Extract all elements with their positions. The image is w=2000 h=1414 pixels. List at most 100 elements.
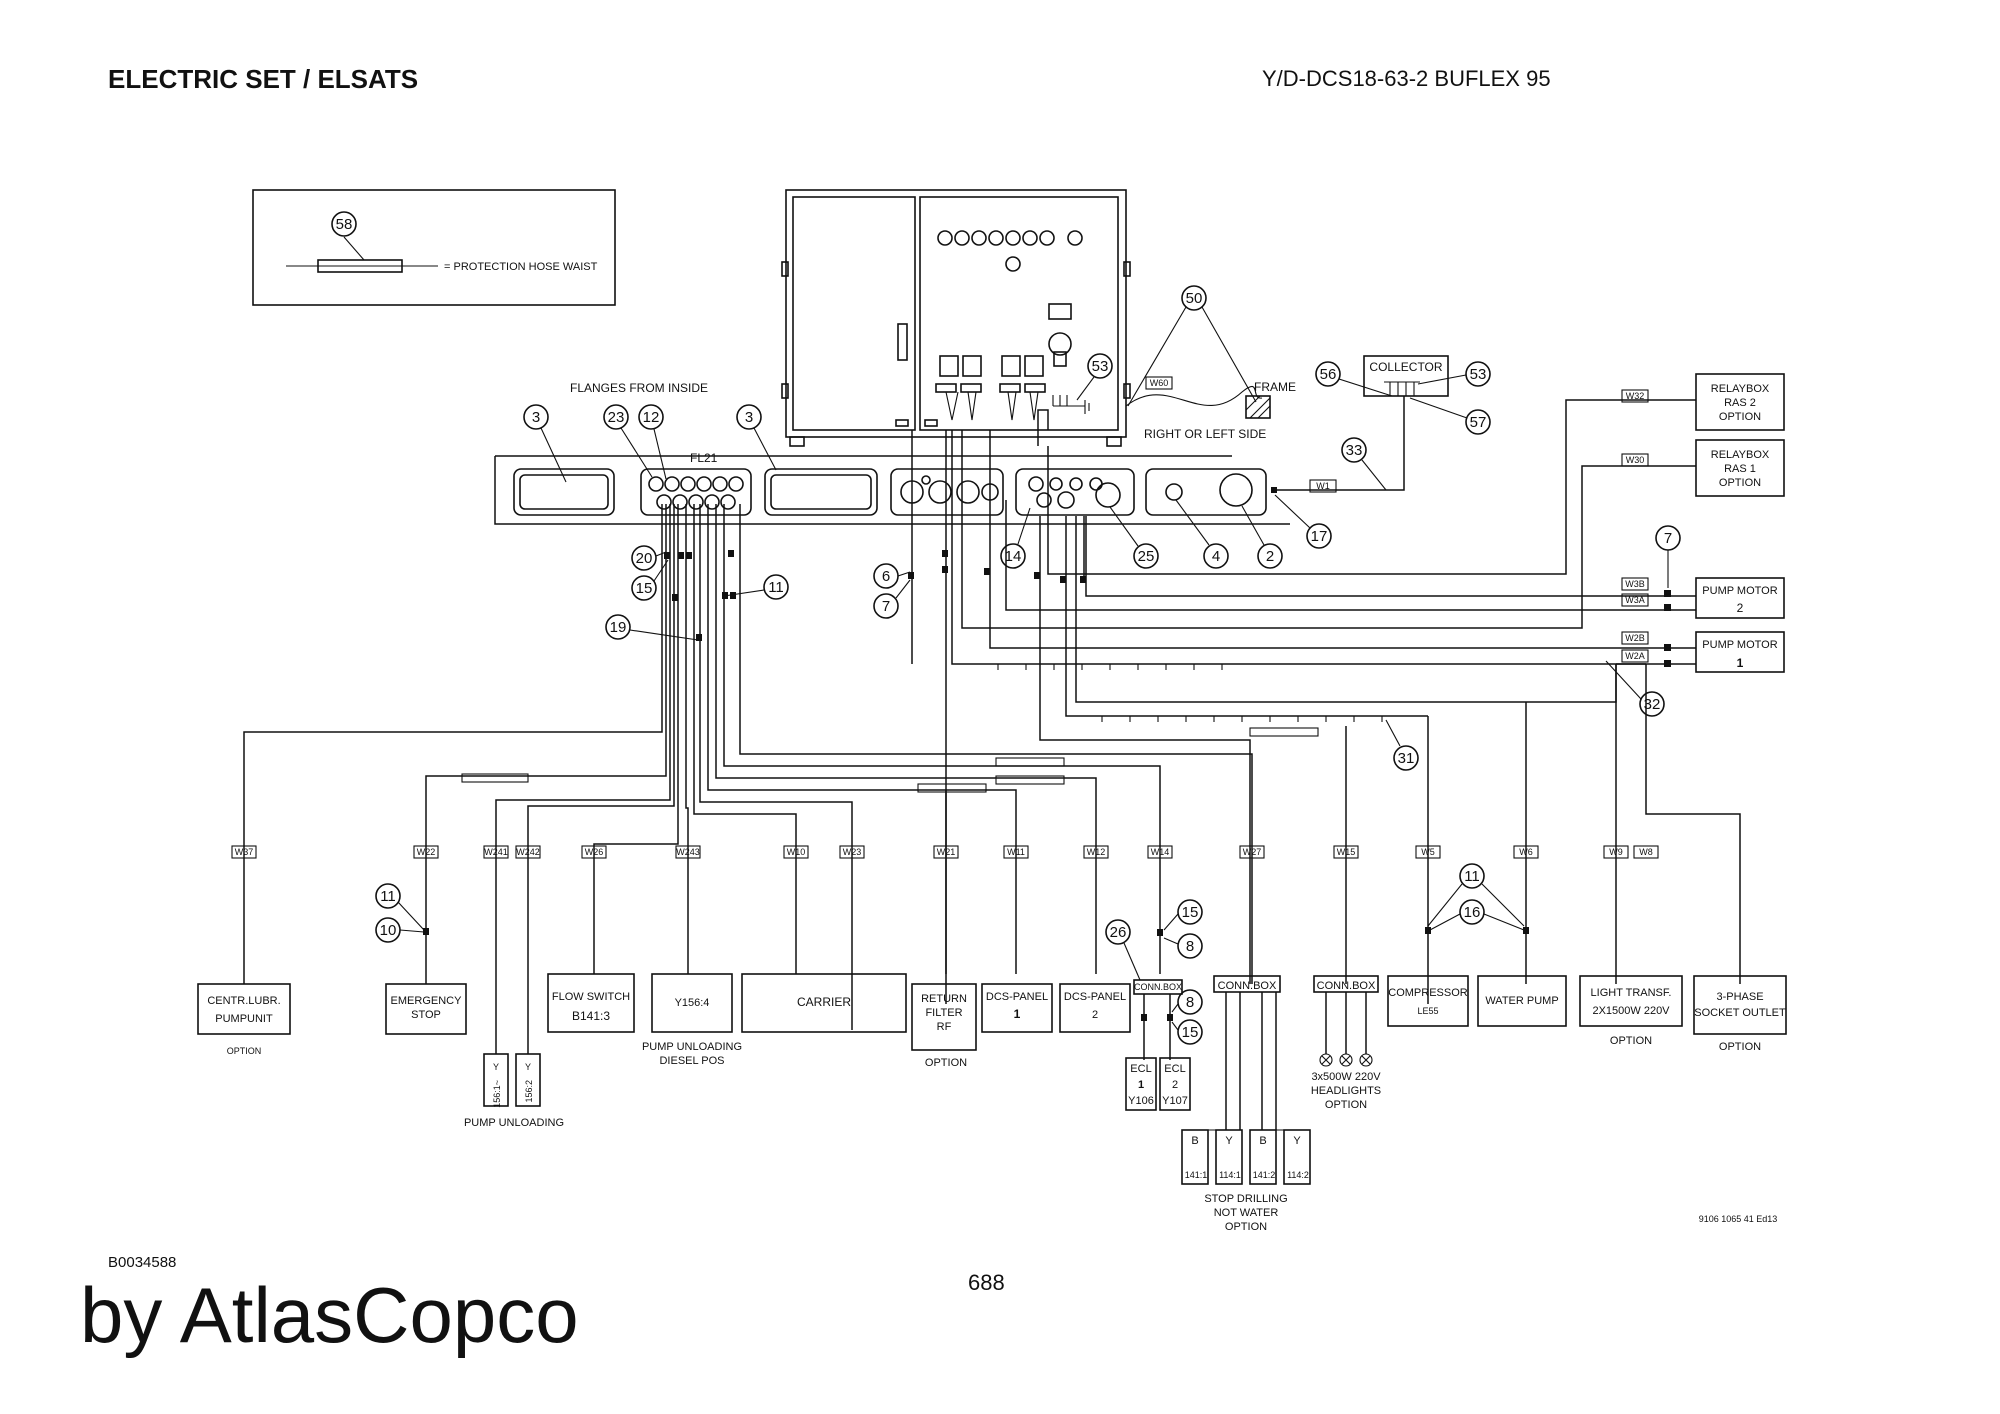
svg-text:Y106: Y106	[1128, 1095, 1154, 1107]
pump-unloading-label: PUMP UNLOADING	[464, 1117, 564, 1129]
svg-text:2: 2	[1172, 1079, 1178, 1091]
svg-text:SOCKET OUTLET: SOCKET OUTLET	[1694, 1007, 1786, 1019]
svg-text:RAS 2: RAS 2	[1724, 397, 1756, 409]
page-number: 688	[968, 1270, 1005, 1295]
protection-hose	[1249, 727, 1319, 737]
component-y156-1: Y 156:1~	[483, 1053, 509, 1108]
component-y156-4: Y156:4 PUMP UNLOADING DIESEL POS	[642, 973, 742, 1067]
legend-leader	[343, 236, 365, 261]
svg-text:ECL: ECL	[1164, 1063, 1185, 1075]
component-emergency-stop: EMERGENCY STOP	[385, 983, 467, 1035]
svg-text:1: 1	[1014, 1007, 1021, 1021]
callout-32	[1639, 691, 1665, 717]
svg-text:23: 23	[608, 409, 625, 426]
callout-20	[631, 545, 657, 571]
component-light-transf: LIGHT TRANSF. 2X1500W 220V OPTION	[1579, 975, 1683, 1047]
flanges-label: FLANGES FROM INSIDE	[570, 381, 708, 395]
svg-text:EMERGENCY: EMERGENCY	[391, 995, 463, 1007]
svg-text:RELAYBOX: RELAYBOX	[1711, 449, 1770, 461]
callout-19	[605, 614, 631, 640]
svg-text:OPTION: OPTION	[1719, 411, 1761, 423]
svg-text:57: 57	[1470, 414, 1487, 431]
svg-text:ECL: ECL	[1130, 1063, 1151, 1075]
connector-dots	[664, 550, 1671, 667]
svg-text:19: 19	[610, 619, 627, 636]
wire-tag-w9: W9	[1609, 847, 1623, 857]
svg-text:56: 56	[1320, 366, 1337, 383]
svg-text:STOP DRILLING: STOP DRILLING	[1204, 1193, 1287, 1205]
svg-text:3: 3	[532, 409, 540, 426]
flange-fl21	[640, 468, 752, 516]
svg-text:CONN.BOX: CONN.BOX	[1134, 982, 1182, 992]
svg-text:141:1: 141:1	[1185, 1170, 1208, 1180]
protection-hose	[917, 783, 987, 793]
callout-33	[1341, 437, 1367, 463]
svg-text:2: 2	[1266, 548, 1274, 565]
edition-number: 9106 1065 41 Ed13	[1699, 1214, 1778, 1224]
callout-56	[1315, 361, 1341, 387]
callout-58-number: 58	[336, 216, 353, 233]
svg-text:W32: W32	[1626, 391, 1645, 401]
svg-text:26: 26	[1110, 924, 1127, 941]
svg-text:Y107: Y107	[1162, 1095, 1188, 1107]
component-socket-outlet: 3-PHASE SOCKET OUTLET OPTION	[1693, 975, 1787, 1053]
relaybox-ras2	[1695, 373, 1785, 431]
callout-15c	[1177, 1019, 1203, 1045]
svg-text:11: 11	[380, 888, 396, 905]
wire-tag-w1: W1	[1316, 481, 1330, 491]
svg-text:LE55: LE55	[1417, 1006, 1438, 1016]
wire-tag-w21: W21	[937, 847, 956, 857]
flange-4	[890, 468, 1004, 516]
callout-50	[1181, 285, 1207, 311]
svg-text:3-PHASE: 3-PHASE	[1716, 991, 1763, 1003]
wire-tag-w12: W12	[1087, 847, 1106, 857]
svg-text:31: 31	[1398, 750, 1415, 767]
callout-11b	[375, 883, 401, 909]
svg-text:141:2: 141:2	[1253, 1170, 1276, 1180]
callout-23	[603, 404, 629, 430]
connbox-headlights: CONN.BOX 3x500W 220V HEADLIGHTS OPTION	[1311, 975, 1381, 1111]
svg-text:OPTION: OPTION	[1610, 1035, 1652, 1047]
electrical-cabinet	[781, 189, 1131, 447]
wire-tag-w6: W6	[1519, 847, 1533, 857]
flange-cable-gland	[1145, 468, 1267, 516]
svg-text:12: 12	[643, 409, 660, 426]
svg-text:OPTION: OPTION	[925, 1057, 967, 1069]
callout-53b	[1465, 361, 1491, 387]
callout-11c	[1459, 863, 1485, 889]
svg-text:RETURN: RETURN	[921, 993, 967, 1005]
protection-hose	[995, 757, 1065, 767]
model-designation: Y/D-DCS18-63-2 BUFLEX 95	[1262, 66, 1551, 91]
svg-text:W30: W30	[1626, 455, 1645, 465]
svg-text:53: 53	[1470, 366, 1487, 383]
flange-blank-left	[513, 468, 615, 516]
flange-blank-middle	[764, 468, 878, 516]
callout-31	[1393, 745, 1419, 771]
svg-text:OPTION: OPTION	[1719, 477, 1761, 489]
svg-text:Y: Y	[1225, 1135, 1233, 1147]
component-water-pump: WATER PUMP	[1477, 975, 1567, 1027]
svg-text:FLOW SWITCH: FLOW SWITCH	[552, 991, 630, 1003]
callout-12	[638, 404, 664, 430]
svg-text:PUMPUNIT: PUMPUNIT	[215, 1013, 273, 1025]
wire-tag-w27: W27	[1243, 847, 1262, 857]
wire-tag-w10: W10	[787, 847, 806, 857]
svg-text:PUMP UNLOADING: PUMP UNLOADING	[642, 1041, 742, 1053]
component-return-filter: RETURN FILTER RF OPTION	[911, 983, 977, 1069]
svg-text:3: 3	[745, 409, 753, 426]
component-dcs-panel-1: DCS-PANEL 1	[981, 983, 1053, 1033]
callout-11	[763, 574, 789, 600]
svg-text:4: 4	[1212, 548, 1220, 565]
wire-tag-w243: W243	[676, 847, 700, 857]
callout-16	[1459, 899, 1485, 925]
flange-5	[1015, 468, 1135, 516]
svg-text:OPTION: OPTION	[1325, 1099, 1367, 1111]
svg-text:RAS 1: RAS 1	[1724, 463, 1756, 475]
wire-tag-w242: W242	[516, 847, 540, 857]
wire-tag-w8: W8	[1639, 847, 1653, 857]
svg-text:CENTR.LUBR.: CENTR.LUBR.	[207, 995, 280, 1007]
svg-text:2X1500W 220V: 2X1500W 220V	[1592, 1005, 1670, 1017]
relaybox-ras1	[1695, 439, 1785, 497]
svg-text:Y156:4: Y156:4	[675, 997, 710, 1009]
